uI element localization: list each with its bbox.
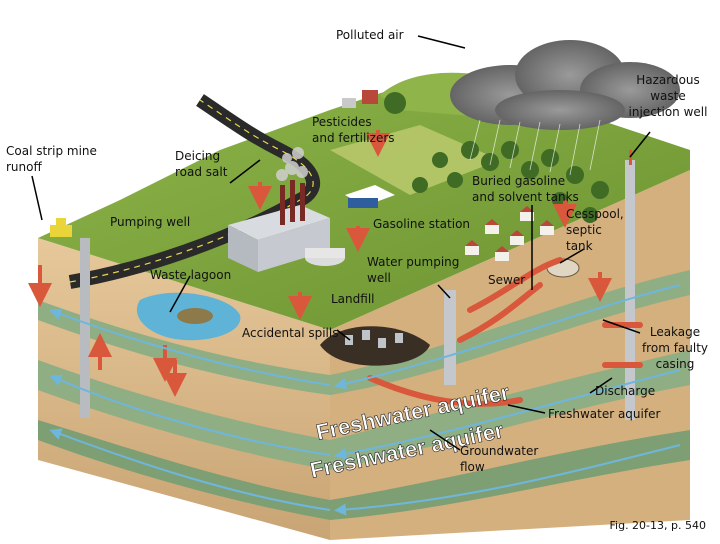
label-coal-line2: runoff <box>6 160 42 174</box>
groundwater-flow-arrows <box>49 284 681 516</box>
houses <box>465 206 554 261</box>
smoke <box>276 147 308 181</box>
lagoon-sludge <box>177 308 213 324</box>
label-hazardous-line2: waste <box>650 89 686 103</box>
label-waste-lagoon: Waste lagoon <box>150 268 232 282</box>
leader-lines <box>31 35 651 451</box>
label-polluted-air: Polluted air <box>336 28 404 42</box>
label-buried-line2: and solvent tanks <box>472 190 579 204</box>
injection-well-cap <box>629 150 632 165</box>
label-coal-line1: Coal strip mine <box>6 144 97 158</box>
label-buried-gasoline-solvent-tanks: Buried gasoline and solvent tanks <box>472 173 579 205</box>
label-landfill: Landfill <box>331 292 375 306</box>
label-discharge: Discharge <box>595 384 656 398</box>
gas-station <box>345 185 395 208</box>
label-leakage-line2: from faulty <box>641 341 709 355</box>
label-groundwater-flow: Groundwater flow <box>460 443 538 475</box>
figure-caption: Fig. 20-13, p. 540 <box>609 519 707 532</box>
label-deicing-line2: road salt <box>175 165 228 179</box>
label-coal-strip-mine-runoff: Coal strip mine runoff <box>6 143 97 175</box>
coal-area-well <box>80 238 90 418</box>
label-hazardous-waste-injection-well: Hazardous waste injection well <box>628 72 708 120</box>
label-pesticides-line2: and fertilizers <box>312 131 395 145</box>
label-buried-line1: Buried gasoline <box>472 174 566 188</box>
label-leakage-line1: Leakage <box>649 325 701 339</box>
label-groundwater-line1: Groundwater <box>460 444 539 458</box>
label-water-pumping-well: Water pumping well <box>367 254 459 286</box>
label-gasoline-station: Gasoline station <box>373 217 471 231</box>
water-pumping-well <box>444 290 456 385</box>
label-accidental-spills: Accidental spills <box>242 326 339 340</box>
label-pesticides-line1: Pesticides <box>312 115 372 129</box>
rain <box>469 119 601 176</box>
injection-well <box>625 160 635 420</box>
label-pumping-well: Pumping well <box>110 215 191 229</box>
label-pesticides-fertilizers: Pesticides and fertilizers <box>312 114 395 146</box>
polluted-air-cloud <box>450 40 680 130</box>
label-hazardous-line3: injection well <box>628 105 708 119</box>
label-cesspool-line1: Cesspool, <box>566 207 624 221</box>
label-leakage-faulty-casing: Leakage from faulty casing <box>640 324 710 372</box>
barn <box>342 90 378 108</box>
road-centerline <box>69 99 314 283</box>
label-deicing-road-salt: Deicing road salt <box>175 148 227 180</box>
aquifer-band-right-3 <box>330 430 690 520</box>
factory <box>228 180 345 272</box>
label-cesspool-septic-tank: Cesspool, septic tank <box>566 206 624 254</box>
label-sewer: Sewer <box>488 273 526 287</box>
label-cesspool-line3: tank <box>566 239 593 253</box>
label-leakage-line3: casing <box>655 357 695 371</box>
coal-excavator <box>50 218 72 237</box>
label-deicing-line1: Deicing <box>175 149 221 163</box>
label-hazardous-line1: Hazardous <box>636 73 700 87</box>
aquifer-band-right-2 <box>330 350 690 470</box>
label-cesspool-line2: septic <box>566 223 602 237</box>
label-water-pumping-line2: well <box>367 271 391 285</box>
label-water-pumping-line1: Water pumping <box>367 255 460 269</box>
label-groundwater-line2: flow <box>460 460 485 474</box>
label-freshwater-aquifer: Freshwater aquifer <box>548 407 661 421</box>
contamination-flows <box>367 257 643 407</box>
